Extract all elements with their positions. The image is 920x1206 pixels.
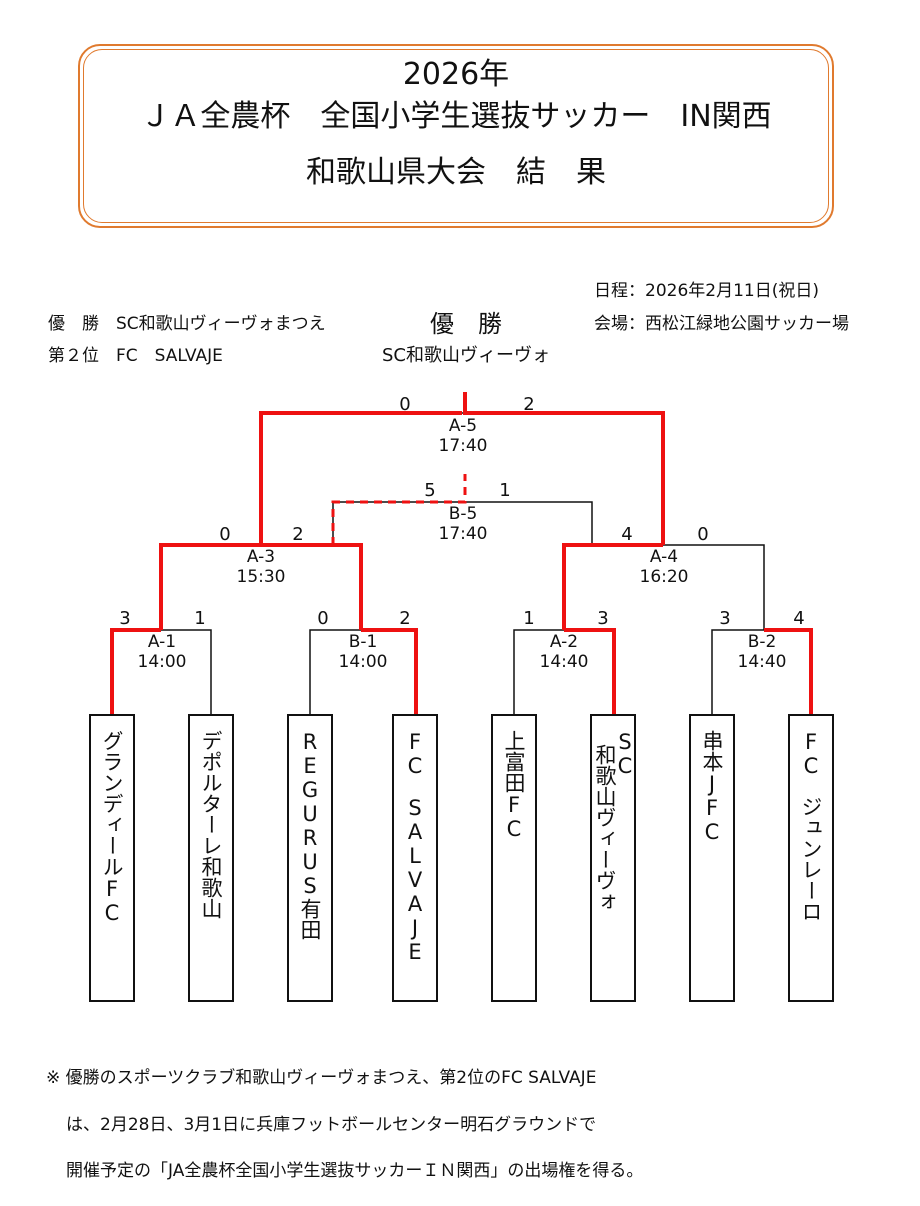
team-box-kushimoto: 串本JFC bbox=[689, 714, 735, 1002]
score-a5-left: 0 bbox=[399, 394, 411, 415]
second-team: FC SALVAJE bbox=[116, 346, 223, 366]
score-b5-left: 5 bbox=[424, 480, 436, 501]
team-box-kamitonda: 上富田FC bbox=[491, 714, 537, 1002]
team-box-salvaje: FC SALVAJE bbox=[392, 714, 438, 1002]
team-name: デポルターレ和歌山 bbox=[199, 730, 223, 919]
win-vivo-r1 bbox=[564, 628, 616, 714]
score-a2-left: 1 bbox=[523, 608, 535, 629]
second-label: 第２位 bbox=[48, 346, 99, 366]
score-a4-right: 0 bbox=[697, 524, 709, 545]
score-b1-right: 2 bbox=[399, 608, 411, 629]
match-a5-id: A-5 bbox=[448, 416, 478, 436]
match-b1-id: B-1 bbox=[348, 632, 378, 652]
winner-label: 優 勝 bbox=[48, 314, 99, 334]
champion-label: 優 勝 bbox=[430, 310, 502, 338]
win-a4 bbox=[562, 543, 663, 630]
team-name: グランディールFC bbox=[100, 730, 124, 925]
win-a5-champion bbox=[463, 392, 665, 545]
score-b2-left: 3 bbox=[719, 608, 731, 629]
schedule-date: 日程：2026年2月11日(祝日) bbox=[594, 281, 819, 301]
match-b2-id: B-2 bbox=[747, 632, 777, 652]
match-a4-time: 16:20 bbox=[639, 567, 689, 587]
win-a5-left bbox=[259, 411, 462, 545]
win-junlero bbox=[764, 628, 813, 714]
team-name: SC bbox=[613, 730, 637, 778]
match-a2-id: A-2 bbox=[549, 632, 579, 652]
win-salvaje-r1 bbox=[361, 628, 418, 714]
team-box-vivo: SC 和歌山ヴィーヴォ bbox=[590, 714, 637, 1002]
title-frame: 2026年 ＪＡ全農杯 全国小学生選抜サッカー IN関西 和歌山県大会 結 果 bbox=[78, 44, 834, 228]
champion-team: SC和歌山ヴィーヴォ bbox=[382, 345, 550, 366]
team-name-sub: SALVAJE bbox=[403, 796, 427, 964]
team-box-deportare: デポルターレ和歌山 bbox=[188, 714, 234, 1002]
team-name: 串本JFC bbox=[700, 730, 724, 844]
match-b1-time: 14:00 bbox=[338, 652, 388, 672]
win-a3-left bbox=[159, 543, 261, 630]
score-a1-right: 1 bbox=[194, 608, 206, 629]
winner-team: SC和歌山ヴィーヴォまつえ bbox=[116, 314, 326, 334]
match-a1-id: A-1 bbox=[147, 632, 177, 652]
score-b5-right: 1 bbox=[499, 480, 511, 501]
match-a3-time: 15:30 bbox=[236, 567, 286, 587]
schedule-venue: 会場：西松江緑地公園サッカー場 bbox=[594, 314, 849, 334]
match-b5-time: 17:40 bbox=[438, 524, 488, 544]
match-a5-time: 17:40 bbox=[438, 436, 488, 456]
score-b2-right: 4 bbox=[793, 608, 805, 629]
match-a3-id: A-3 bbox=[246, 547, 276, 567]
score-a5-right: 2 bbox=[523, 394, 535, 415]
team-name-sub: 和歌山ヴィーヴォ bbox=[593, 744, 617, 912]
score-a4-left: 4 bbox=[621, 524, 633, 545]
team-name: FC bbox=[403, 730, 427, 778]
score-a3-left: 0 bbox=[219, 524, 231, 545]
match-b2-time: 14:40 bbox=[737, 652, 787, 672]
team-name: FC bbox=[799, 730, 823, 778]
score-a1-left: 3 bbox=[119, 608, 131, 629]
team-name: 上富田FC bbox=[502, 730, 526, 841]
win-b5 bbox=[331, 474, 467, 545]
winner-path bbox=[110, 392, 813, 714]
win-a3-right bbox=[261, 543, 363, 630]
match-a4-id: A-4 bbox=[649, 547, 679, 567]
team-name-sub: ジュンレーロ bbox=[799, 796, 823, 922]
third-place-path bbox=[331, 474, 467, 545]
match-b5-id: B-5 bbox=[448, 504, 478, 524]
note-line-2: は、2月28日、3月1日に兵庫フットボールセンター明石グラウンドで bbox=[66, 1115, 597, 1135]
score-b1-left: 0 bbox=[317, 608, 329, 629]
win-grandir bbox=[110, 628, 161, 714]
note-line-1: ※ 優勝のスポーツクラブ和歌山ヴィーヴォまつえ、第2位のFC SALVAJE bbox=[46, 1068, 597, 1088]
score-a3-right: 2 bbox=[292, 524, 304, 545]
score-a2-right: 3 bbox=[597, 608, 609, 629]
team-box-junlero: FC ジュンレーロ bbox=[788, 714, 834, 1002]
team-name: REGURUS有田 bbox=[298, 730, 322, 940]
team-box-regurus: REGURUS有田 bbox=[287, 714, 333, 1002]
match-a2-time: 14:40 bbox=[539, 652, 589, 672]
team-box-grandir: グランディールFC bbox=[89, 714, 135, 1002]
note-line-3: 開催予定の「JA全農杯全国小学生選抜サッカーＩＮ関西」の出場権を得る。 bbox=[66, 1161, 644, 1181]
match-a1-time: 14:00 bbox=[137, 652, 187, 672]
